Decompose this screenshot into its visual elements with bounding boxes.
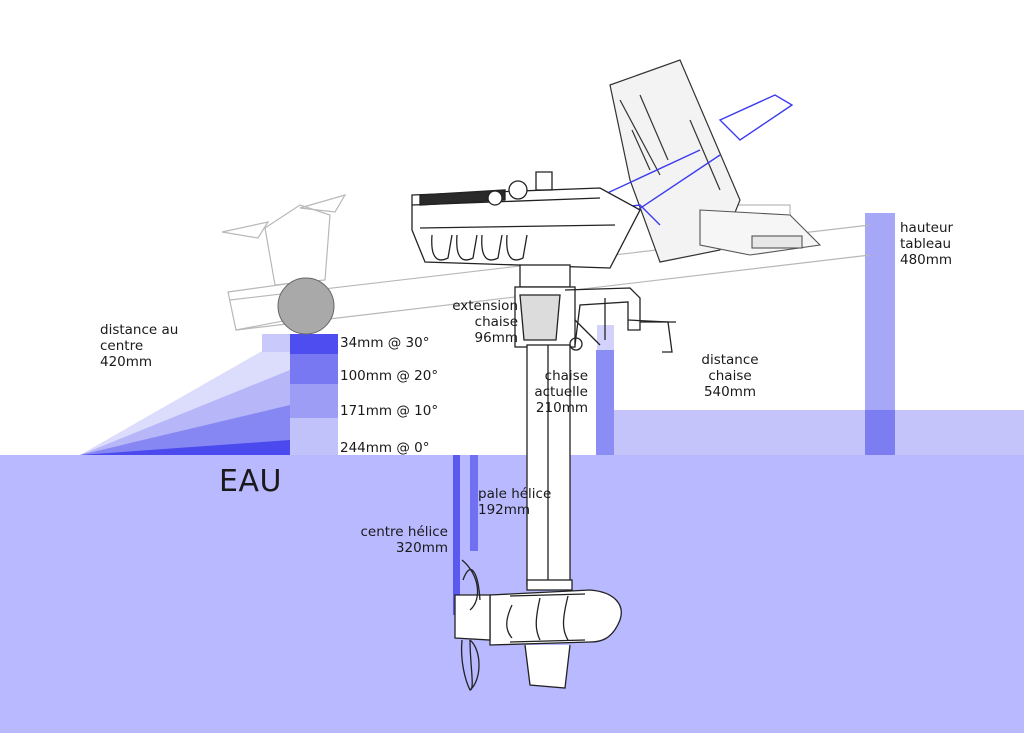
centre-helice-label: centre hélice 320mm <box>360 524 448 556</box>
shaft-collar <box>514 264 576 348</box>
chaise-actuelle-label: chaise actuelle 210mm <box>534 368 588 416</box>
centre-helice-bar <box>453 455 460 615</box>
clamp-bracket <box>564 287 676 353</box>
angle-fan <box>80 335 307 455</box>
angle-10-label: 171mm @ 10° <box>340 403 439 419</box>
angle-depth-bars <box>262 334 338 455</box>
pale-helice-label: pale hélice 192mm <box>478 486 552 518</box>
hauteur-tableau-bar-dark <box>865 410 895 455</box>
pivot-ball <box>277 277 335 335</box>
motor-shaft <box>526 344 571 586</box>
right-housing <box>699 209 822 256</box>
lower-unit <box>454 568 622 691</box>
motor-head <box>411 171 641 269</box>
chaise-actuelle-bar <box>596 350 614 455</box>
hauteur-tableau-label: hauteur tableau 480mm <box>900 220 954 268</box>
distance-centre-label: distance au centre 420mm <box>100 322 179 370</box>
propeller <box>461 559 480 691</box>
angle-20-label: 100mm @ 20° <box>340 368 439 384</box>
angle-0-label: 244mm @ 0° <box>340 440 430 456</box>
pale-helice-bar <box>470 455 478 551</box>
angle-30-label: 34mm @ 30° <box>340 335 430 351</box>
water-label: EAU <box>219 464 282 499</box>
distance-chaise-label: distance chaise 540mm <box>701 352 759 400</box>
extension-chaise-label: extension chaise 96mm <box>452 298 518 346</box>
boat-level-band <box>600 410 1024 455</box>
